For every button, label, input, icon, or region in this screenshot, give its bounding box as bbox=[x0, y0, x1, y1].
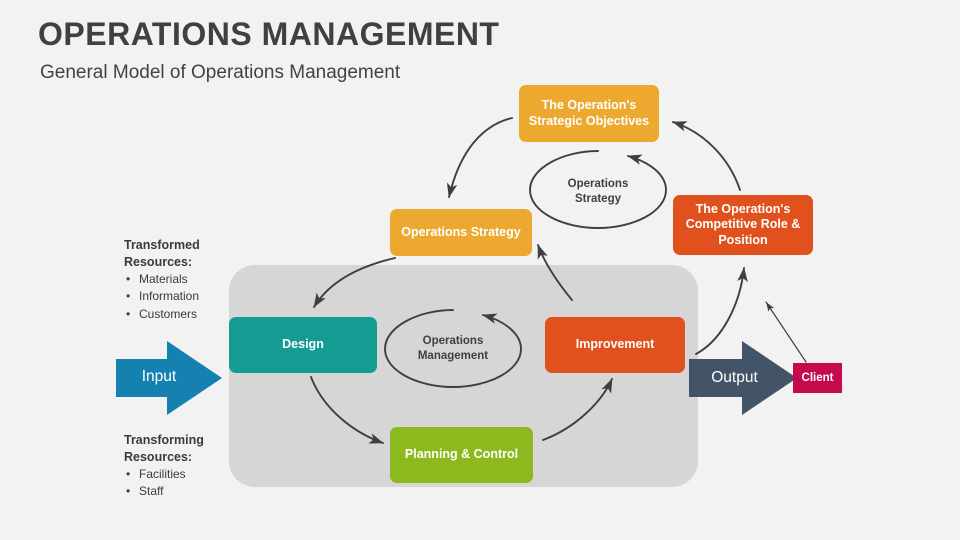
transformed-resources-list: Materials Information Customers bbox=[124, 271, 200, 323]
node-design[interactable]: Design bbox=[229, 317, 377, 373]
list-item: Materials bbox=[124, 271, 200, 288]
output-arrow-label: Output bbox=[711, 369, 758, 386]
ops-mgmt-label-line1: Operations bbox=[422, 335, 484, 347]
operations-strategy-cycle-label: Operations Strategy bbox=[548, 177, 648, 207]
page-title: OPERATIONS MANAGEMENT bbox=[38, 16, 500, 52]
transforming-heading-line2: Resources: bbox=[124, 449, 193, 464]
page-subtitle: General Model of Operations Management bbox=[40, 62, 401, 83]
list-item: Information bbox=[124, 288, 200, 305]
transforming-heading-line1: Transforming bbox=[124, 433, 204, 447]
list-item: Facilities bbox=[124, 466, 204, 483]
node-competitive-role[interactable]: The Operation's Competitive Role & Posit… bbox=[673, 195, 813, 255]
transformed-heading-line2: Resources: bbox=[124, 254, 193, 269]
transforming-resources-list: Facilities Staff bbox=[124, 466, 204, 501]
node-planning-control[interactable]: Planning & Control bbox=[390, 427, 533, 483]
list-item: Staff bbox=[124, 483, 204, 500]
ops-strategy-label-line1: Operations bbox=[567, 178, 629, 190]
ops-mgmt-label-line2: Management bbox=[417, 349, 489, 362]
arrow-competitive-to-objectives bbox=[672, 121, 741, 191]
transforming-resources-block: Transforming Resources: Facilities Staff bbox=[124, 432, 204, 501]
arrow-client-to-competitive bbox=[765, 301, 807, 363]
transformed-heading-line1: Transformed bbox=[124, 238, 200, 252]
ops-strategy-label-line2: Strategy bbox=[574, 192, 622, 205]
list-item: Customers bbox=[124, 306, 200, 323]
node-strategic-objectives[interactable]: The Operation's Strategic Objectives bbox=[519, 85, 659, 142]
transformed-resources-block: Transformed Resources: Materials Informa… bbox=[124, 237, 200, 323]
transforming-resources-heading: Transforming Resources: bbox=[124, 432, 204, 465]
arrow-improvement-to-competitive bbox=[695, 267, 748, 355]
transformed-resources-heading: Transformed Resources: bbox=[124, 237, 200, 270]
arrow-objectives-to-strategy bbox=[446, 117, 513, 198]
node-client[interactable]: Client bbox=[793, 363, 842, 393]
node-operations-strategy[interactable]: Operations Strategy bbox=[390, 209, 532, 256]
input-arrow-label: Input bbox=[141, 368, 177, 385]
node-improvement[interactable]: Improvement bbox=[545, 317, 685, 373]
operations-management-cycle-label: Operations Management bbox=[403, 334, 503, 364]
